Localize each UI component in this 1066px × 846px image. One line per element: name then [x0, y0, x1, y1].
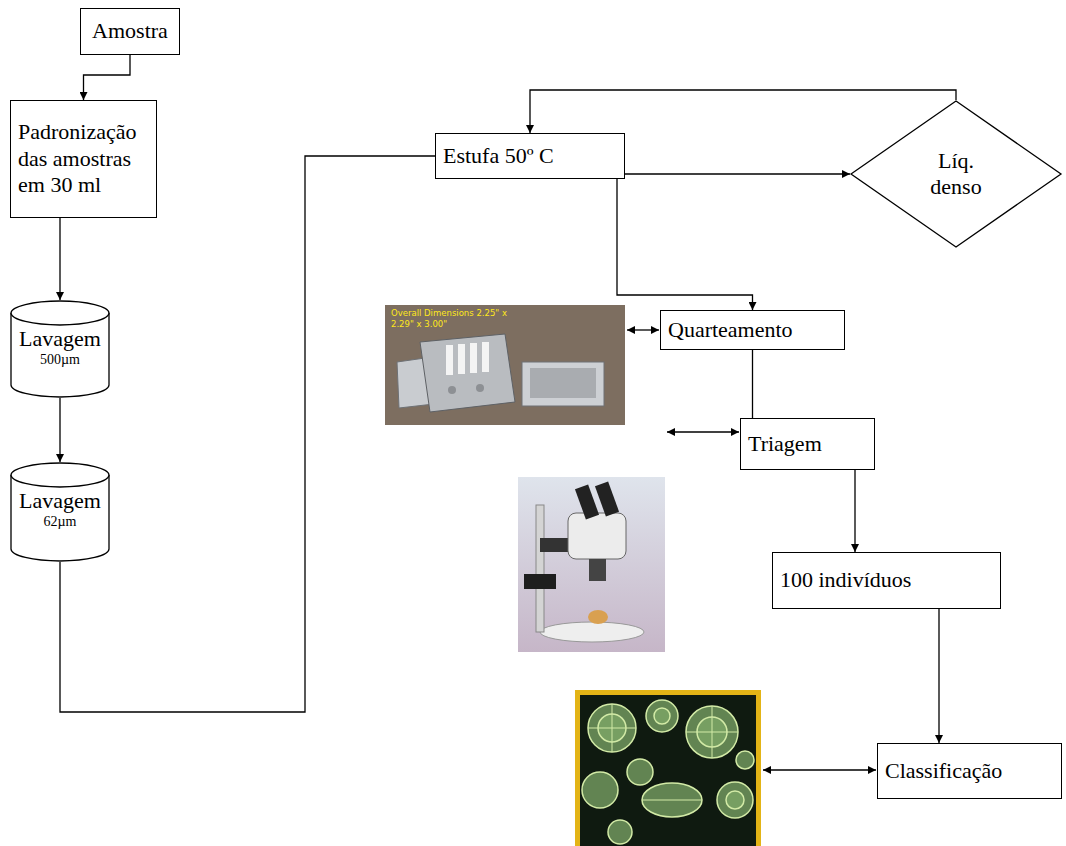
node-text: Estufa 50º C: [443, 143, 554, 169]
splitter-chute: [470, 343, 477, 373]
flow-connector: [59, 398, 60, 462]
node-text: Lavagem: [19, 326, 101, 352]
foram-test: [582, 772, 618, 808]
photo-caption: Overall Dimensions 2.25" x 2.29" x 3.00": [389, 308, 518, 329]
foram-test: [608, 820, 632, 844]
flow-connector: [854, 470, 855, 552]
process-box: Estufa 50º C: [435, 133, 625, 179]
foraminifera-photo: [575, 690, 761, 846]
splitter-tray-inside: [530, 368, 596, 398]
node-text: Classificação: [885, 758, 1002, 784]
picture-links: [627, 330, 876, 770]
foram-test: [588, 704, 636, 752]
node-text: Lavagem: [19, 488, 101, 514]
splitter-chute: [446, 345, 453, 375]
double-arrow: [763, 769, 876, 770]
flow-connector: [59, 218, 60, 300]
flow-connector: [625, 173, 850, 174]
microscope-pillar: [536, 505, 544, 632]
foram-suture: [686, 732, 738, 733]
cylinder-top: [11, 301, 109, 325]
diamond-shape: [851, 101, 1061, 247]
foram-test: [627, 759, 653, 785]
shell-specimen: [588, 610, 608, 624]
foram-test: [717, 782, 753, 818]
process-box: Triagem: [740, 418, 875, 470]
foram-chamber: [726, 791, 744, 809]
microscope-objective: [589, 559, 606, 581]
foram-test: [646, 700, 678, 732]
connector-group: [60, 55, 956, 743]
foram-test: [686, 706, 738, 758]
microscope-eyepiece: [595, 482, 619, 517]
microscope-head: [568, 513, 626, 559]
node-text: Triagem: [748, 431, 822, 457]
flow-connector: [938, 609, 939, 743]
node-text: Amostra: [92, 18, 168, 44]
flow-connector: [60, 156, 435, 712]
foram-suture: [642, 800, 702, 801]
process-box: Quarteamento: [660, 310, 845, 350]
sieve-cylinder: Lavagem500µm: [10, 300, 110, 398]
microscope-eyepiece: [575, 485, 599, 520]
double-arrow: [627, 329, 659, 330]
photo-ground: [385, 305, 625, 425]
microscope-base: [540, 622, 644, 642]
splitter-bolt: [448, 386, 456, 394]
sample-splitter-photo: [385, 305, 625, 425]
sieve-cylinder: Lavagem62µm: [10, 462, 110, 562]
flow-connector: [617, 179, 753, 310]
double-arrow: [667, 431, 739, 432]
process-box: Classificação: [877, 743, 1062, 799]
node-text: Líq. denso: [921, 148, 991, 201]
microscope-lamp: [524, 574, 556, 589]
process-box: Amostra: [80, 8, 180, 55]
cylinder-top: [11, 463, 109, 487]
photo-ground: [518, 477, 665, 652]
cylinder-body: [11, 475, 109, 561]
node-text: 100 indivíduos: [780, 567, 911, 593]
foraminifera-tests: [582, 700, 754, 844]
photo-ground: [580, 695, 756, 846]
foram-sutures: [588, 704, 738, 800]
node-text: Quarteamento: [668, 317, 793, 343]
splitter-chute: [458, 344, 465, 374]
splitter-bolt: [476, 384, 484, 392]
node-text: 62µm: [44, 514, 77, 531]
process-box: Padronização das amostras em 30 ml: [10, 100, 157, 218]
foram-suture: [588, 728, 636, 729]
splitter-body: [420, 334, 515, 412]
microscope-photo: [518, 477, 665, 652]
node-text: 500µm: [40, 352, 80, 369]
foram-chamber: [654, 708, 670, 724]
flow-connector: [530, 90, 956, 133]
node-text: Padronização das amostras em 30 ml: [18, 119, 149, 198]
process-box: 100 indivíduos: [772, 552, 1001, 609]
foram-test: [736, 751, 754, 769]
decision-diamond: Líq. denso: [850, 100, 1062, 248]
splitter-chute: [482, 342, 489, 372]
foram-test: [642, 783, 702, 817]
flow-connector: [752, 350, 753, 418]
splitter-tray: [522, 362, 604, 406]
flow-connector: [84, 55, 131, 100]
photo-frame: [575, 690, 761, 846]
